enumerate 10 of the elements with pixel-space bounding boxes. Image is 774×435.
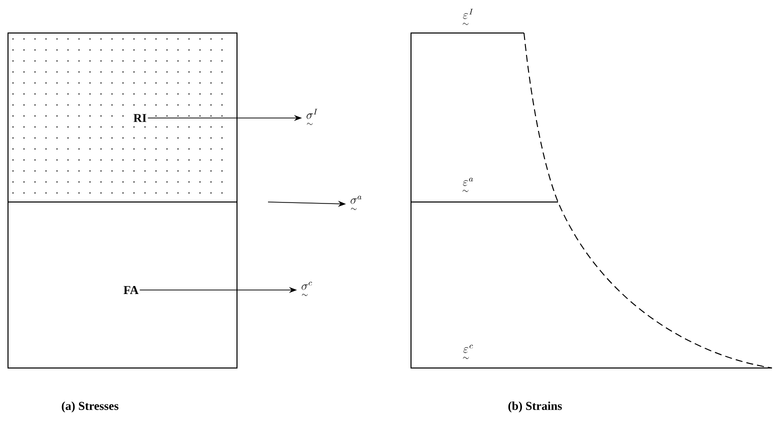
layer-box: RI — [8, 32, 238, 202]
strain-symbol: $\underset{\sim}{\varepsilon}^{I}$ — [462, 8, 473, 25]
stress-symbol: $\underset{\sim}{\sigma}^{a}$ — [350, 196, 362, 210]
strain-symbol: $\underset{\sim}{\varepsilon}^{c}$ — [463, 344, 473, 359]
stress-symbol: $\underset{\sim}{\sigma}^{c}$ — [302, 282, 312, 296]
layer-box: FA — [8, 202, 238, 368]
panel-caption: (a) Stresses — [62, 402, 118, 412]
panel-caption: (b) Strains — [508, 402, 562, 412]
stress-symbol: $\underset{\sim}{\sigma}^{I}$ — [306, 108, 318, 125]
strain-symbol: $\underset{\sim}{\varepsilon}^{a}$ — [462, 178, 474, 192]
